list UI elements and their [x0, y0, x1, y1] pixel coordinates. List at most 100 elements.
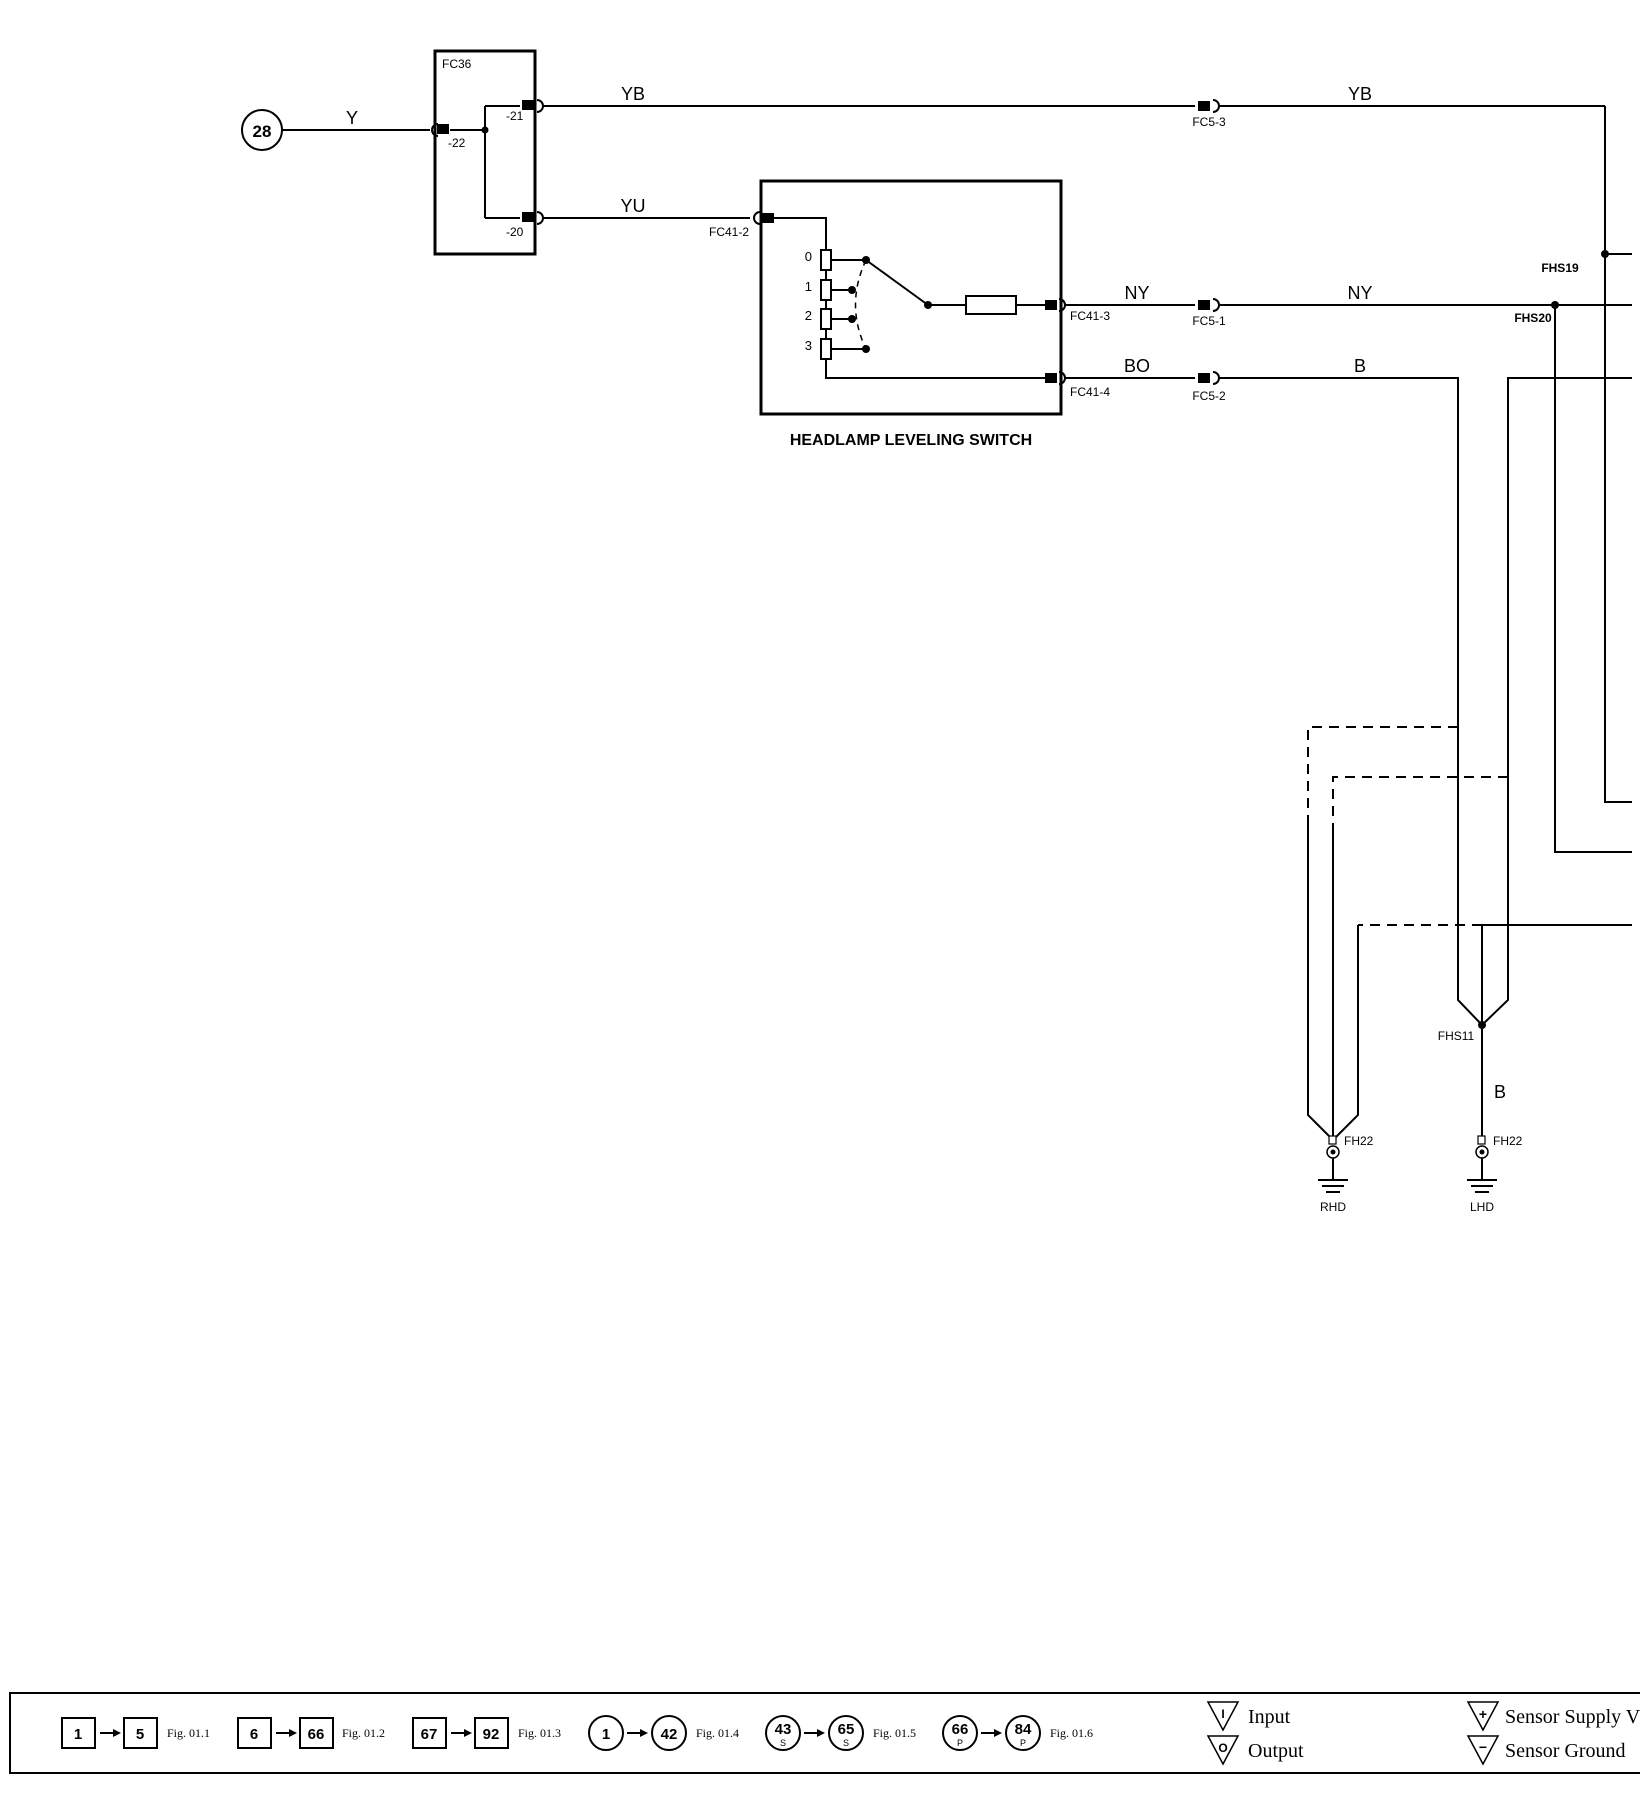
wire-yb-vertical — [1604, 106, 1632, 803]
pin-fc5-2 — [1198, 373, 1210, 383]
label-wire-yb-right: YB — [1348, 84, 1372, 104]
svg-text:Sensor Supply V: Sensor Supply V — [1505, 1706, 1641, 1728]
socket-fc41-2 — [753, 211, 761, 225]
svg-text:1: 1 — [74, 1726, 82, 1743]
wire-rhd-left — [1307, 825, 1334, 1141]
pin-fc5-1 — [1198, 300, 1210, 310]
legend-range-4: 1 42 Fig. 01.4 — [588, 1715, 739, 1751]
switch-pos-0: 0 — [805, 249, 812, 264]
svg-text:84: 84 — [1015, 1721, 1032, 1738]
svg-text:O: O — [1218, 1741, 1227, 1755]
svg-text:Fig. 01.4: Fig. 01.4 — [696, 1726, 739, 1740]
label-fc41-4: FC41-4 — [1070, 385, 1110, 399]
label-fc5-3: FC5-3 — [1192, 115, 1226, 129]
connector-pin — [522, 212, 534, 222]
switch-pos-1: 1 — [805, 279, 812, 294]
wire-b — [1219, 377, 1483, 1026]
ground-lhd-variant: LHD — [1470, 1200, 1494, 1214]
fc36-label: FC36 — [442, 57, 472, 71]
ground-lhd: FH22 LHD — [1467, 1134, 1523, 1214]
svg-text:Fig. 01.6: Fig. 01.6 — [1050, 1726, 1093, 1740]
label-fc41-3: FC41-3 — [1070, 309, 1110, 323]
ground-rhd-variant: RHD — [1320, 1200, 1346, 1214]
label-wire-y: Y — [346, 108, 358, 128]
svg-text:43: 43 — [775, 1721, 792, 1738]
ref-circle-28: 28 — [241, 109, 283, 151]
pin-fc41-2 — [762, 213, 774, 223]
label-fc41-2: FC41-2 — [709, 225, 749, 239]
dashed-wires — [1307, 726, 1508, 926]
ground-rhd: FH22 RHD — [1318, 1134, 1374, 1214]
label-fc5-2: FC5-2 — [1192, 389, 1226, 403]
svg-text:67: 67 — [421, 1726, 438, 1743]
connector-pins — [762, 101, 1210, 383]
label-wire-b-ground: B — [1494, 1082, 1506, 1102]
module-fc36: FC36 -22 -21 -20 — [433, 49, 537, 256]
svg-text:1: 1 — [602, 1726, 610, 1743]
fc36-pin-top: -21 — [506, 109, 524, 123]
switch-title: HEADLAMP LEVELING SWITCH — [790, 432, 1032, 449]
svg-text:+: + — [1479, 1706, 1487, 1722]
ref-circle-label: 28 — [253, 122, 272, 141]
svg-text:P: P — [957, 1738, 963, 1748]
label-wire-b-top: B — [1354, 356, 1366, 376]
svg-text:Fig. 01.2: Fig. 01.2 — [342, 1726, 385, 1740]
label-wire-ny-right: NY — [1347, 283, 1372, 303]
svg-text:Sensor Ground: Sensor Ground — [1505, 1740, 1626, 1762]
svg-text:Fig. 01.3: Fig. 01.3 — [518, 1726, 561, 1740]
legend-range-6: 66 P 84 P Fig. 01.6 — [942, 1715, 1093, 1751]
svg-text:I: I — [1221, 1707, 1224, 1721]
pin-fc5-3 — [1198, 101, 1210, 111]
socket-fc5-2 — [1212, 371, 1220, 385]
legend-symbol-sensor-ground: − Sensor Ground — [1466, 1735, 1626, 1766]
switch-pos-3: 3 — [805, 338, 812, 353]
socket-fc5-1 — [1212, 298, 1220, 312]
svg-text:S: S — [843, 1738, 849, 1748]
legend-range-5: 43 S 65 S Fig. 01.5 — [765, 1715, 916, 1751]
svg-text:Output: Output — [1248, 1740, 1304, 1762]
label-wire-ny-left: NY — [1124, 283, 1149, 303]
label-wire-bo: BO — [1124, 356, 1150, 376]
splice-fhs19: FHS19 — [1541, 261, 1579, 275]
splice-fhs11: FHS11 — [1438, 1029, 1475, 1043]
ground-rhd-id: FH22 — [1344, 1134, 1374, 1148]
svg-text:S: S — [780, 1738, 786, 1748]
legend: 1 5 Fig. 01.1 6 66 Fig. 01.2 67 92 Fig. … — [9, 1692, 1641, 1774]
svg-text:66: 66 — [952, 1721, 969, 1738]
legend-symbol-sensor-supply: + Sensor Supply V — [1466, 1701, 1641, 1732]
splices: FHS19 FHS20 FHS11 — [1438, 250, 1609, 1043]
svg-text:42: 42 — [661, 1726, 678, 1743]
connector-pin — [437, 124, 449, 134]
switch-pos-2: 2 — [805, 308, 812, 323]
label-wire-yu: YU — [620, 196, 645, 216]
legend-symbol-output: O Output — [1206, 1735, 1304, 1766]
svg-text:66: 66 — [308, 1726, 325, 1743]
dashed-rhd-2 — [1332, 776, 1508, 825]
fc36-pin-bottom: -20 — [506, 225, 524, 239]
svg-text:92: 92 — [483, 1726, 500, 1743]
wire-b-right — [1481, 377, 1632, 1026]
legend-range-2: 6 66 Fig. 01.2 — [237, 1717, 385, 1749]
svg-text:5: 5 — [136, 1726, 144, 1743]
ground-lhd-id: FH22 — [1493, 1134, 1523, 1148]
wires — [282, 105, 1632, 1141]
junction-dot — [481, 126, 489, 134]
wire-labels: Y YB YB YU NY NY BO B B — [346, 84, 1506, 1102]
legend-range-1: 1 5 Fig. 01.1 — [61, 1717, 210, 1749]
svg-text:6: 6 — [250, 1726, 258, 1743]
fc36-pin-in: -22 — [448, 136, 466, 150]
label-wire-yb-left: YB — [621, 84, 645, 104]
svg-text:Fig. 01.5: Fig. 01.5 — [873, 1726, 916, 1740]
label-fc5-1: FC5-1 — [1192, 314, 1226, 328]
pin-fc41-4 — [1045, 373, 1057, 383]
wire-fhs20-down — [1554, 305, 1632, 853]
legend-range-3: 67 92 Fig. 01.3 — [412, 1717, 561, 1749]
svg-text:Input: Input — [1248, 1706, 1291, 1728]
wire-rhd-right — [1332, 925, 1359, 1141]
splice-fhs20: FHS20 — [1514, 311, 1552, 325]
svg-text:P: P — [1020, 1738, 1026, 1748]
socket-fc36-21 — [536, 99, 544, 113]
legend-symbol-input: I Input — [1206, 1701, 1291, 1732]
svg-text:65: 65 — [838, 1721, 855, 1738]
